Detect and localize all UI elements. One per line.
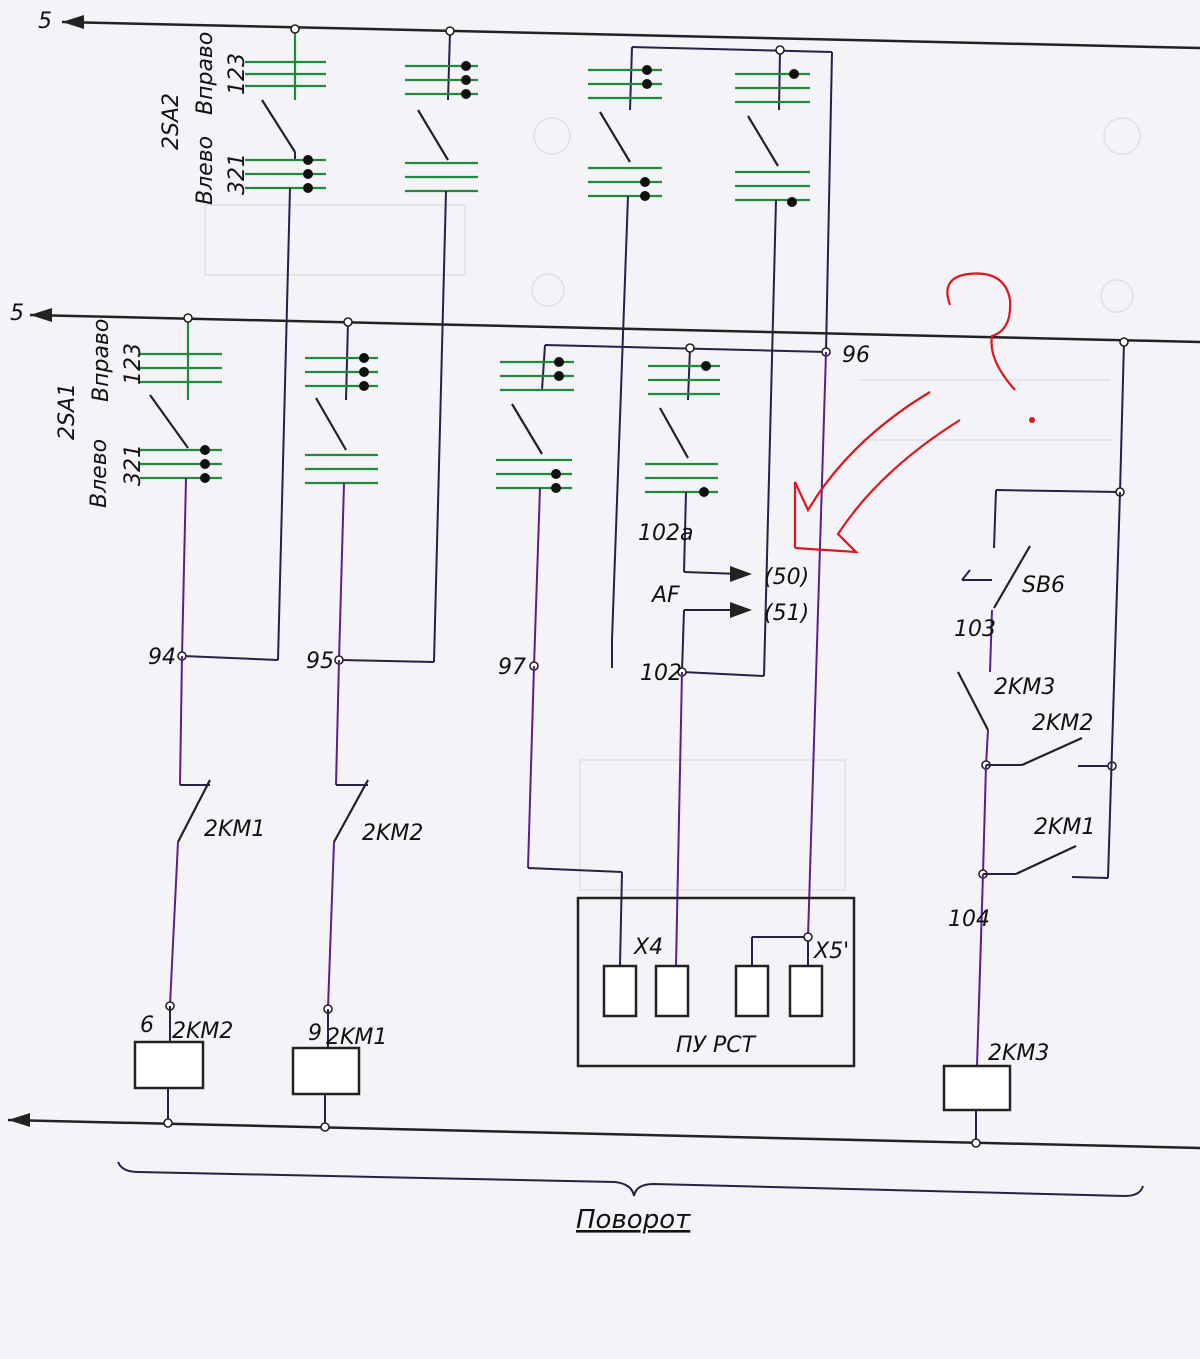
- bus-mid: 5: [10, 301, 1200, 344]
- sa2-right-num: 123: [225, 53, 250, 95]
- coil-2km1: [291, 1046, 361, 1096]
- contact-2km2-label: 2KM2: [362, 821, 423, 846]
- annotation-text: ?: [1040, 267, 1041, 269]
- bus-top-label: 5: [38, 9, 52, 34]
- coil-2km2: [133, 1040, 205, 1090]
- sa1-right: Вправо: [89, 319, 114, 402]
- sa1-name: 2SA1: [55, 383, 80, 440]
- contact-2km3-label: 2KM3: [994, 675, 1055, 700]
- sa2-right: Вправо: [193, 32, 218, 115]
- section-title: Поворот: [576, 1205, 691, 1235]
- section-brace: [117, 1161, 1144, 1198]
- coil-2km1-label: 2KM1: [326, 1025, 387, 1050]
- sa1-left: Влево: [87, 439, 112, 508]
- node-97: 97: [498, 655, 526, 680]
- sa2-left: Влево: [193, 136, 218, 205]
- coil-2km2-label: 2KM2: [172, 1019, 233, 1044]
- contact-2km1-label: 2KM1: [204, 817, 265, 842]
- sa2-left-num: 321: [225, 153, 250, 195]
- node-102: 102: [640, 661, 682, 686]
- sa1-left-num: 321: [121, 444, 146, 486]
- node-95: 95: [306, 649, 334, 674]
- af-label: AF: [650, 583, 680, 608]
- column-e: [942, 337, 1129, 1148]
- controller-x4: X4: [633, 935, 663, 960]
- column-cd: [496, 45, 856, 1068]
- contact-2km1-right-label: 2KM1: [1034, 815, 1095, 840]
- button-sb6-label: SB6: [1022, 573, 1065, 598]
- contact-2km2-right-label: 2KM2: [1032, 711, 1093, 736]
- coil-2km3-label: 2KM3: [988, 1041, 1049, 1066]
- node-96: 96: [842, 343, 870, 368]
- bus-top: 5: [38, 9, 1200, 50]
- column-a: [133, 24, 326, 1128]
- controller-box: [576, 896, 856, 1068]
- bus-bottom: [7, 1113, 1200, 1150]
- node-103: 103: [954, 617, 996, 642]
- scan-background: [204, 117, 1141, 891]
- node-6: 6: [140, 1013, 154, 1038]
- node-94: 94: [148, 645, 176, 670]
- controller-x5: X5': [813, 939, 849, 964]
- terminal-51: (51): [764, 601, 809, 626]
- sa1-right-num: 123: [121, 343, 146, 385]
- node-104: 104: [948, 907, 990, 932]
- column-b: [291, 26, 478, 1132]
- controller-name: ПУ РСТ: [676, 1033, 757, 1058]
- node-102a: 102а: [638, 521, 693, 546]
- node-9: 9: [308, 1021, 322, 1046]
- labels: 2SA2 Вправо 123 Влево 321 2SA1 Вправо 12…: [55, 32, 1095, 1235]
- bus-mid-label: 5: [10, 301, 24, 326]
- annotation-mark: ?: [793, 267, 1041, 554]
- terminal-50: (50): [764, 565, 809, 590]
- sa2-name: 2SA2: [159, 93, 184, 150]
- coil-2km3: [942, 1064, 1012, 1112]
